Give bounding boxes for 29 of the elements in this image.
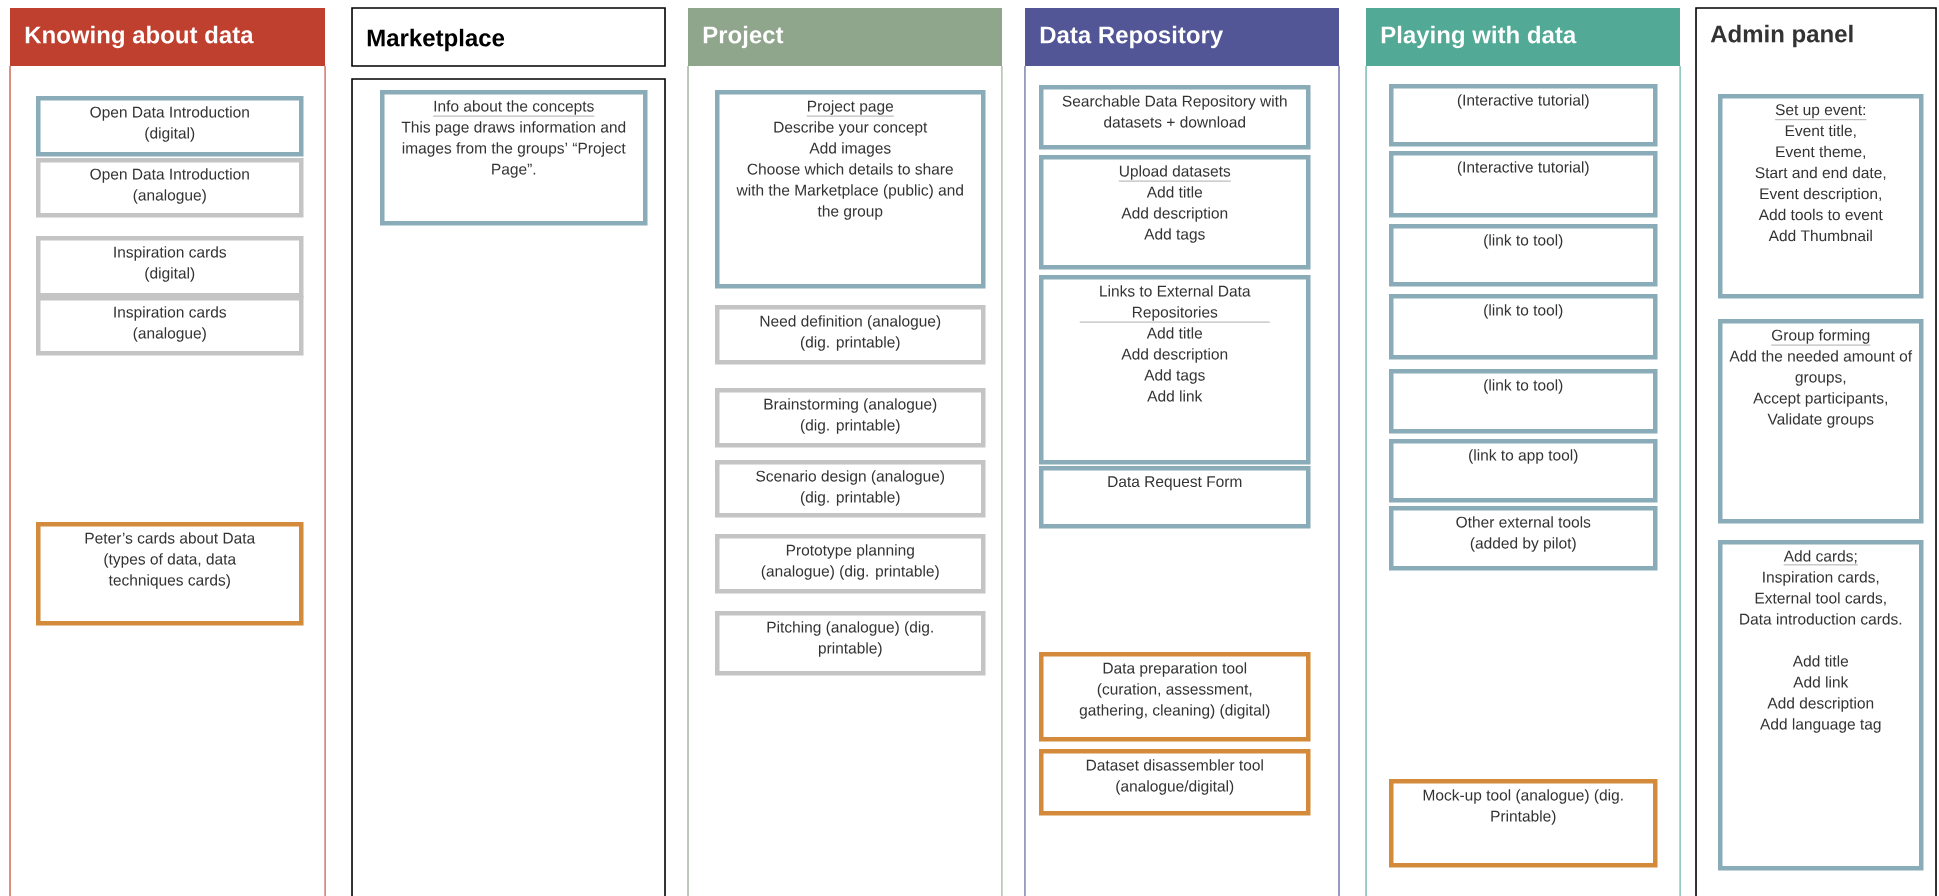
card: Searchable Data Repository with datasets + download	[1039, 85, 1311, 150]
card: Scenario design (analogue) (dig. printable)	[715, 460, 986, 518]
card: Open Data Introduction (digital)	[36, 96, 304, 157]
card: Need definition (analogue) (dig. printable)	[715, 305, 986, 365]
card: Add cards; Inspiration cards, External tool cards, Data introduction cards. Add title Add link Add description Add language tag	[1718, 540, 1924, 871]
card: Data Request Form	[1039, 466, 1311, 529]
card: Peter’s cards about Data (types of data, data techniques cards)	[36, 522, 304, 626]
card: Open Data Introduction (analogue)	[36, 158, 304, 218]
card: Info about the concepts This page draws information and images from the groups’ “Project Page”.	[380, 90, 648, 226]
card: Brainstorming (analogue) (dig. printable)	[715, 388, 986, 448]
card: Inspiration cards (digital)	[36, 236, 304, 298]
card: (link to tool)	[1389, 369, 1658, 434]
card: Mock-up tool (analogue) (dig. Printable)	[1389, 779, 1658, 868]
card: Dataset disassembler tool (analogue/digital)	[1039, 749, 1311, 816]
card: (link to tool)	[1389, 224, 1658, 287]
card: (Interactive tutorial)	[1389, 84, 1658, 147]
card: Data preparation tool (curation, assessment, gathering, cleaning) (digital)	[1039, 652, 1311, 742]
card: Other external tools (added by pilot)	[1389, 506, 1658, 571]
card: (Interactive tutorial)	[1389, 151, 1658, 218]
card: Group forming Add the needed amount of groups, Accept participants, Validate groups	[1718, 319, 1924, 524]
card: (link to tool)	[1389, 294, 1658, 360]
card: Upload datasets Add title Add description Add tags	[1039, 155, 1311, 270]
card: (link to app tool)	[1389, 439, 1658, 503]
card: Set up event: Event title, Event theme, Start and end date, Event description, Add tools to event Add Thumbnail	[1718, 94, 1924, 299]
card: Prototype planning (analogue) (dig. printable)	[715, 534, 986, 594]
card: Project page Describe your concept Add images Choose which details to share with the Marketplace (public) and the group	[715, 90, 986, 289]
card: Pitching (analogue) (dig. printable)	[715, 611, 986, 676]
card: Links to External Data Repositories Add title Add description Add tags Add link	[1039, 275, 1311, 465]
card: Inspiration cards (analogue)	[36, 296, 304, 356]
